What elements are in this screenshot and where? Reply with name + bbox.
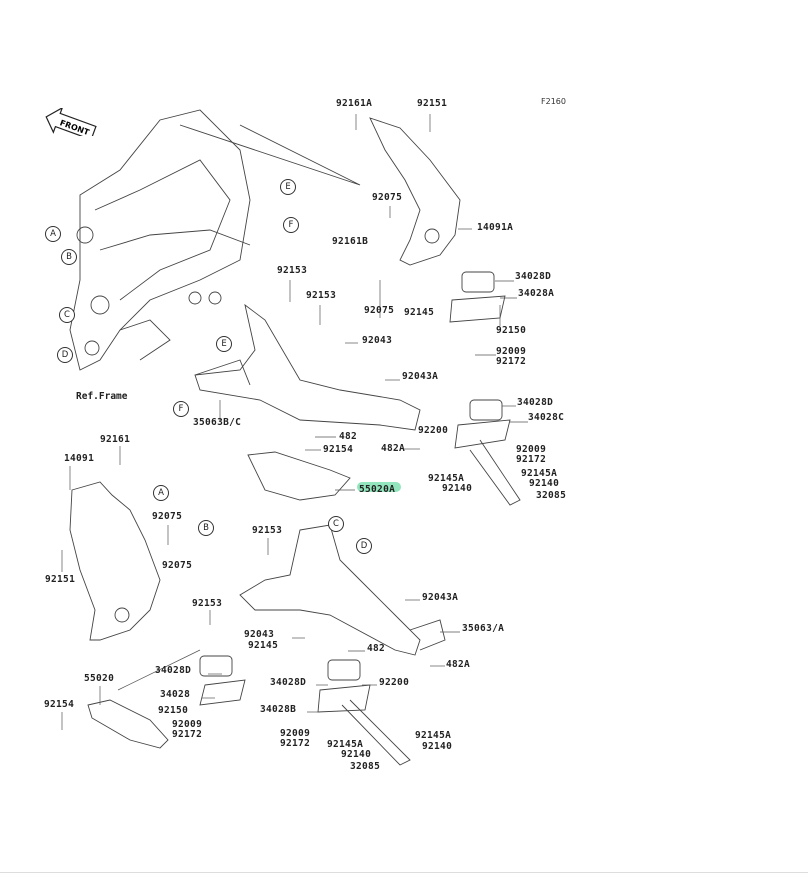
part-label[interactable]: 32085 [536, 490, 567, 501]
ref-circle-e[interactable]: E [280, 179, 296, 195]
part-label[interactable]: 482 [339, 431, 358, 442]
part-label[interactable]: 92145A [327, 739, 364, 750]
part-label[interactable]: 92172 [516, 454, 547, 465]
part-label[interactable]: 482 [367, 643, 386, 654]
part-label[interactable]: 92043 [244, 629, 275, 640]
part-label[interactable]: 34028 [160, 689, 191, 700]
part-label[interactable]: 92009 [172, 719, 203, 730]
part-label[interactable]: 92161B [332, 236, 369, 247]
part-label[interactable]: 92145A [428, 473, 465, 484]
ref-circle-a[interactable]: A [45, 226, 61, 242]
ref-circle-b[interactable]: B [198, 520, 214, 536]
ref-circle-b[interactable]: B [61, 249, 77, 265]
part-label[interactable]: 92043A [422, 592, 459, 603]
part-label[interactable]: 34028D [270, 677, 307, 688]
part-label[interactable]: 92075 [364, 305, 395, 316]
ref-circle-c[interactable]: C [328, 516, 344, 532]
part-label[interactable]: 14091A [477, 222, 514, 233]
part-label[interactable]: 92140 [341, 749, 372, 760]
bottom-divider [0, 872, 808, 873]
bracket-35063bc-drawing [194, 303, 421, 431]
part-label[interactable]: 92140 [529, 478, 560, 489]
ref-circle-f[interactable]: F [283, 217, 299, 233]
figure-code: F2160 [541, 97, 566, 106]
part-label[interactable]: 55020 [84, 673, 115, 684]
plate-55020a-drawing [247, 451, 351, 501]
plate-55020-drawing [87, 699, 169, 749]
part-label[interactable]: 92153 [277, 265, 308, 276]
part-label[interactable]: 92145A [521, 468, 558, 479]
part-label[interactable]: 92009 [280, 728, 311, 739]
part-label[interactable]: 92161A [336, 98, 373, 109]
guard-14091-drawing [69, 481, 161, 641]
ref-circle-d[interactable]: D [57, 347, 73, 363]
part-label[interactable]: 34028D [155, 665, 192, 676]
ref-circle-d[interactable]: D [356, 538, 372, 554]
part-label[interactable]: 92172 [496, 356, 527, 367]
part-label[interactable]: 92172 [280, 738, 311, 749]
footpeg-rubber-drawing [461, 271, 495, 293]
part-label[interactable]: 92153 [306, 290, 337, 301]
part-label[interactable]: 92154 [323, 444, 354, 455]
part-label[interactable]: 34028C [528, 412, 565, 423]
guard-14091a-drawing [369, 117, 461, 266]
part-label[interactable]: 92009 [516, 444, 547, 455]
part-label[interactable]: 92200 [418, 425, 449, 436]
part-label[interactable]: 482A [446, 659, 471, 670]
part-label[interactable]: 92150 [496, 325, 527, 336]
part-label[interactable]: 92154 [44, 699, 75, 710]
part-label[interactable]: 482A [381, 443, 406, 454]
part-label[interactable]: 92161 [100, 434, 131, 445]
part-label[interactable]: 92145 [248, 640, 279, 651]
ref-circle-e[interactable]: E [216, 336, 232, 352]
part-label[interactable]: 14091 [64, 453, 95, 464]
ref-circle-c[interactable]: C [59, 307, 75, 323]
ref-circle-f[interactable]: F [173, 401, 189, 417]
part-label[interactable]: 92140 [442, 483, 473, 494]
part-label[interactable]: 92043 [362, 335, 393, 346]
bracket-35063a-drawing [239, 524, 421, 656]
main-frame-drawing [69, 109, 361, 371]
part-label[interactable]: 92151 [417, 98, 448, 109]
part-label[interactable]: 92075 [372, 192, 403, 203]
part-label[interactable]: 34028A [518, 288, 555, 299]
part-label[interactable]: 92151 [45, 574, 76, 585]
part-label[interactable]: 92145 [404, 307, 435, 318]
part-label[interactable]: 92075 [152, 511, 183, 522]
part-label[interactable]: 92009 [496, 346, 527, 357]
part-label[interactable]: 92140 [422, 741, 453, 752]
part-label[interactable]: 92172 [172, 729, 203, 740]
part-label[interactable]: 92153 [192, 598, 223, 609]
front-arrow-icon: FRONT [44, 106, 100, 141]
part-label[interactable]: 92150 [158, 705, 189, 716]
part-label[interactable]: 35063B/C [193, 417, 242, 428]
part-label[interactable]: 34028D [517, 397, 554, 408]
part-label-highlighted[interactable]: 55020A [359, 484, 396, 495]
part-label[interactable]: 92043A [402, 371, 439, 382]
part-label[interactable]: 32085 [350, 761, 381, 772]
part-label[interactable]: 92145A [415, 730, 452, 741]
part-label[interactable]: 34028D [515, 271, 552, 282]
part-label[interactable]: 35063/A [462, 623, 505, 634]
ref-circle-a[interactable]: A [153, 485, 169, 501]
ref-frame-label: Ref.Frame [76, 391, 128, 402]
highlight-marker [357, 482, 401, 492]
part-label[interactable]: 34028B [260, 704, 297, 715]
part-label[interactable]: 92200 [379, 677, 410, 688]
part-label[interactable]: 92075 [162, 560, 193, 571]
part-label[interactable]: 92153 [252, 525, 283, 536]
